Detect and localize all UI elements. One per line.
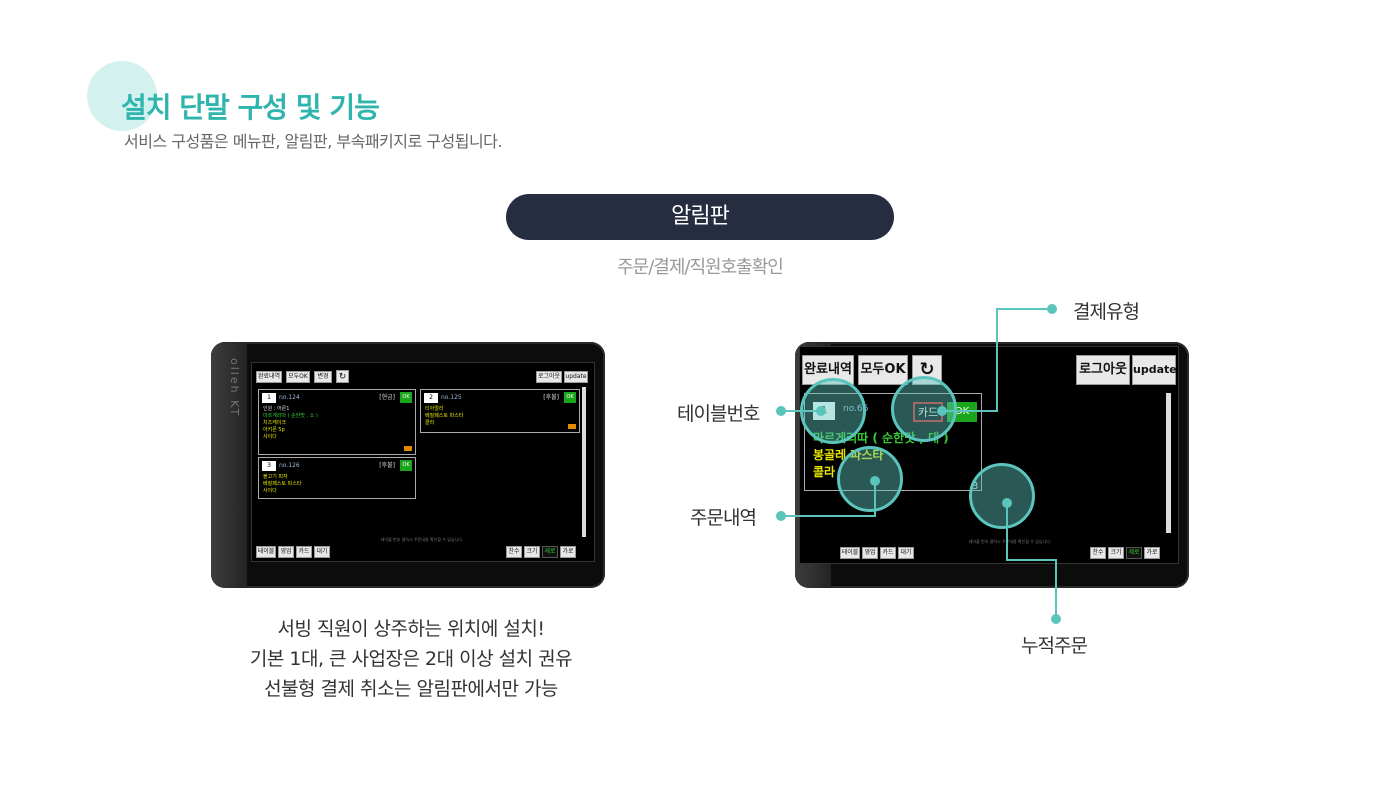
- callout-dot: [1051, 614, 1061, 624]
- callout-line: [942, 410, 998, 412]
- landscape-button[interactable]: 가로: [560, 546, 576, 558]
- page-title: 설치 단말 구성 및 기능: [121, 91, 380, 124]
- tablet-screen: 완료내역 모두OK 변경 ↻ 로그아웃 update 1 no.124 [현금]…: [251, 362, 595, 562]
- order-items: 티아멀라 베질페스토 파스타 콜라: [425, 406, 464, 426]
- callout-line: [781, 410, 821, 412]
- payment-type: [현금]: [379, 394, 395, 401]
- callout-dot: [1047, 304, 1057, 314]
- ok-button[interactable]: OK: [400, 392, 412, 403]
- status-marker: [568, 424, 576, 429]
- title-decoration-circle: [87, 61, 157, 131]
- label-order-history: 주문내역: [690, 507, 757, 529]
- update-button[interactable]: update: [564, 371, 588, 383]
- count-button[interactable]: 찬수: [506, 546, 522, 558]
- table-number[interactable]: 3: [262, 461, 276, 471]
- tab-table[interactable]: 테이블: [256, 546, 276, 558]
- tab-table[interactable]: 테이블: [840, 547, 860, 559]
- tablet-bezel: olleh KT: [211, 342, 247, 588]
- tab-card[interactable]: 카드: [296, 546, 312, 558]
- label-table-number: 테이블번호: [677, 403, 760, 425]
- order-number: no.125: [441, 394, 462, 401]
- scrollbar[interactable]: [582, 387, 586, 537]
- label-cumulative-orders: 누적주문: [1021, 635, 1088, 657]
- payment-type: [후불]: [543, 394, 559, 401]
- table-number[interactable]: 2: [424, 393, 438, 403]
- ok-button[interactable]: OK: [400, 460, 412, 471]
- table-number[interactable]: 1: [262, 393, 276, 403]
- callout-line: [874, 481, 876, 517]
- section-subtitle: 주문/결제/직원호출확인: [617, 257, 784, 278]
- callout-line: [781, 515, 876, 517]
- description-line: 기본 1대, 큰 사업장은 2대 이상 설치 권유: [249, 648, 573, 670]
- order-card[interactable]: 3 no.126 [후불] OK 불고기 피자 베질페스토 파스타 사이다: [258, 457, 416, 499]
- size-button[interactable]: 크기: [1108, 547, 1124, 559]
- section-pill: 알림판: [506, 194, 894, 240]
- label-payment-type: 결제유형: [1073, 301, 1140, 323]
- brand-logo: olleh KT: [228, 358, 241, 418]
- highlight-payment-type: [891, 376, 957, 442]
- scrollbar[interactable]: [1166, 393, 1171, 533]
- ok-button[interactable]: OK: [564, 392, 576, 403]
- tab-business[interactable]: 영업: [862, 547, 878, 559]
- completed-history-button[interactable]: 완료내역: [256, 371, 282, 383]
- description-line: 선불형 결제 취소는 알림판에서만 가능: [264, 678, 558, 700]
- change-button[interactable]: 변경: [314, 371, 332, 383]
- tab-waiting[interactable]: 대기: [898, 547, 914, 559]
- status-marker: [404, 446, 412, 451]
- update-button[interactable]: update: [1132, 355, 1177, 385]
- order-items: 불고기 피자 베질페스토 파스타 사이다: [263, 474, 302, 494]
- notice-text: 테이블 번호 클릭시 주문내용 확인할 수 있습니다.: [968, 539, 1052, 544]
- callout-line: [1006, 559, 1057, 561]
- order-card[interactable]: 2 no.125 [후불] OK 티아멀라 베질페스토 파스타 콜라: [420, 389, 580, 433]
- callout-line: [996, 309, 998, 412]
- callout-dot: [816, 406, 826, 416]
- page-subtitle: 서비스 구성품은 메뉴판, 알림판, 부속패키지로 구성됩니다.: [124, 132, 502, 151]
- order-items: 인원 : 어른1 마르게리따 ( 순한맛 , 소 ) 치즈케이크 아키몬 5p …: [263, 406, 318, 440]
- highlight-cumulative-orders: [969, 463, 1035, 529]
- tab-card[interactable]: 카드: [880, 547, 896, 559]
- order-number: no.124: [279, 394, 300, 401]
- payment-type: [후불]: [379, 462, 395, 469]
- callout-dot: [776, 511, 786, 521]
- logout-button[interactable]: 로그아웃: [1076, 355, 1130, 385]
- callout-line: [1055, 559, 1057, 619]
- order-number: no.126: [279, 462, 300, 469]
- portrait-button[interactable]: 세로: [1126, 547, 1142, 559]
- logout-button[interactable]: 로그아웃: [536, 371, 562, 383]
- all-ok-button[interactable]: 모두OK: [286, 371, 310, 383]
- portrait-button[interactable]: 세로: [542, 546, 558, 558]
- callout-line: [1006, 503, 1008, 561]
- callout-line: [996, 308, 1052, 310]
- refresh-icon[interactable]: ↻: [336, 370, 349, 383]
- order-card[interactable]: 1 no.124 [현금] OK 인원 : 어른1 마르게리따 ( 순한맛 , …: [258, 389, 416, 455]
- all-ok-button[interactable]: 모두OK: [858, 355, 908, 385]
- tab-waiting[interactable]: 대기: [314, 546, 330, 558]
- notice-text: 테이블 번호 클릭시 주문내용 확인할 수 있습니다.: [380, 537, 464, 542]
- tab-business[interactable]: 영업: [278, 546, 294, 558]
- size-button[interactable]: 크기: [524, 546, 540, 558]
- description-line: 서빙 직원이 상주하는 위치에 설치!: [277, 618, 546, 640]
- tablet-screen: 완료내역 모두OK ↻ 로그아웃 update 1 no.66 카드 OK 마르…: [799, 346, 1179, 564]
- count-button[interactable]: 찬수: [1090, 547, 1106, 559]
- tablet-left: olleh KT 완료내역 모두OK 변경 ↻ 로그아웃 update 1 no…: [211, 342, 605, 588]
- landscape-button[interactable]: 가로: [1144, 547, 1160, 559]
